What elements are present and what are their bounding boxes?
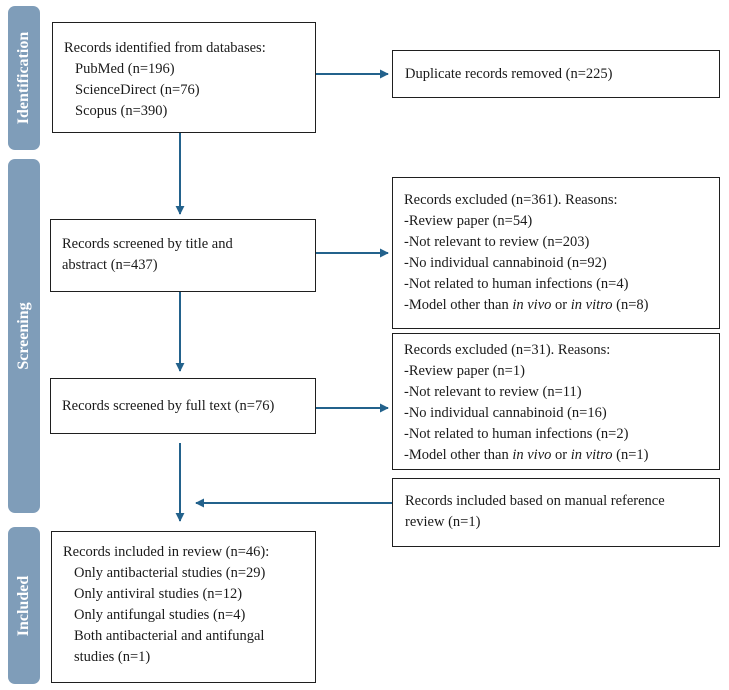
excluded-1-item: -Review paper (n=54) [404, 213, 533, 229]
excluded-1-item: -No individual cannabinoid (n=92) [404, 255, 607, 271]
excluded-1-item-model: -Model other than in vivo or in vitro (n… [404, 295, 711, 316]
included-both-word: and [181, 628, 203, 644]
included-title: Records included in review (n=46): [63, 544, 270, 560]
excluded-2-item: -Not relevant to review (n=11) [404, 384, 582, 400]
screened-title-line2: abstract (n=437) [62, 257, 158, 273]
screened-title-word: by [167, 236, 182, 252]
excluded-1-model-count: (n=8) [612, 297, 649, 313]
box-screened-title-abstract: Records screened by title and abstract (… [50, 219, 316, 292]
included-item-antiviral: Only antiviral studies (n=12) [74, 586, 243, 602]
included-item-both-line1: Both antibacterial and antifungal [63, 626, 305, 647]
screened-title-word: and [211, 236, 233, 252]
excluded-2-item: -Not related to human infections (n=2) [404, 426, 629, 442]
excluded-1-model-invivo: in vivo [512, 297, 552, 313]
excluded-2-item: -No individual cannabinoid (n=16) [404, 405, 607, 421]
box-screened-full-text: Records screened by full text (n=76) [50, 378, 316, 434]
included-item-antifungal: Only antifungal studies (n=4) [74, 607, 246, 623]
excluded-2-model-prefix: -Model other than [404, 447, 513, 463]
box-records-excluded-2: Records excluded (n=31). Reasons: -Revie… [392, 333, 720, 470]
excluded-1-model-or: or [551, 297, 571, 313]
box-records-included: Records included in review (n=46): Only … [51, 531, 316, 683]
excluded-2-model-count: (n=1) [612, 447, 649, 463]
excluded-2-item-model: -Model other than in vivo or in vitro (n… [404, 445, 711, 466]
screened-title-word: title [185, 236, 209, 252]
excluded-1-model-invitro: in vitro [570, 297, 613, 313]
excluded-2-model-invivo: in vivo [512, 447, 552, 463]
included-both-word: antibacterial [105, 628, 178, 644]
identified-item-sciencedirect: ScienceDirect (n=76) [75, 82, 200, 98]
phase-identification: Identification [8, 6, 40, 150]
box-records-excluded-1: Records excluded (n=361). Reasons: -Revi… [392, 177, 720, 329]
manual-line2: review (n=1) [405, 514, 481, 530]
excluded-1-model-prefix: -Model other than [404, 297, 513, 313]
duplicates-text: Duplicate records removed (n=225) [405, 66, 613, 82]
box-records-identified: Records identified from databases: PubMe… [52, 22, 316, 133]
excluded-2-title: Records excluded (n=31). Reasons: [404, 342, 611, 358]
identified-item-pubmed: PubMed (n=196) [75, 61, 175, 77]
screened-full-text: Records screened by full text (n=76) [62, 398, 275, 414]
screened-title-word: Records [62, 236, 110, 252]
excluded-1-title: Records excluded (n=361). Reasons: [404, 192, 618, 208]
screened-title-word: screened [113, 236, 164, 252]
excluded-2-item: -Review paper (n=1) [404, 363, 525, 379]
included-item-both-line2: studies (n=1) [74, 649, 151, 665]
phase-screening: Screening [8, 159, 40, 513]
included-item-antibacterial: Only antibacterial studies (n=29) [74, 565, 266, 581]
included-both-word: Both [74, 628, 103, 644]
identified-title: Records identified from databases: [64, 40, 266, 56]
screened-title-line1: Records screened by title and [62, 234, 305, 255]
excluded-2-model-invitro: in vitro [570, 447, 613, 463]
excluded-1-item: -Not relevant to review (n=203) [404, 234, 590, 250]
included-both-word: antifungal [205, 628, 265, 644]
box-duplicates-removed: Duplicate records removed (n=225) [392, 50, 720, 98]
phase-included: Included [8, 527, 40, 684]
excluded-2-model-or: or [551, 447, 571, 463]
excluded-1-item: -Not related to human infections (n=4) [404, 276, 629, 292]
manual-line1: Records included based on manual referen… [405, 493, 665, 509]
box-manual-reference: Records included based on manual referen… [392, 478, 720, 547]
identified-item-scopus: Scopus (n=390) [75, 103, 168, 119]
